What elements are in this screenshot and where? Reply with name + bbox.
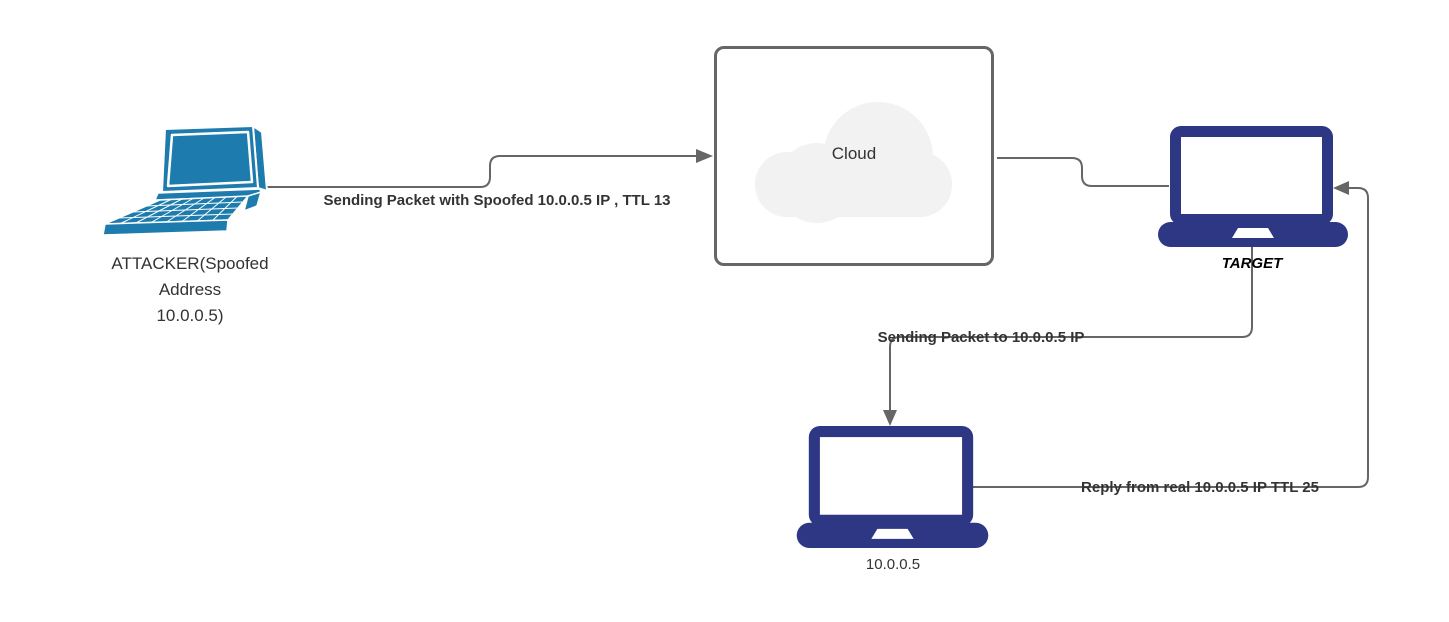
target-label: TARGET xyxy=(1221,255,1283,272)
keyboard-grid xyxy=(118,196,244,224)
arrowhead-icon xyxy=(696,149,713,163)
edge-label-spoofed-packet: Sending Packet with Spoofed 10.0.0.5 IP … xyxy=(323,192,671,209)
cloud-node[interactable]: Cloud xyxy=(714,46,994,266)
edge-attacker-to-cloud[interactable] xyxy=(267,149,713,188)
attacker-label-line: ATTACKER(Spoofed xyxy=(111,254,269,273)
attacker-label-line: 10.0.0.5) xyxy=(156,306,224,325)
edge-real-host-to-target[interactable] xyxy=(972,181,1369,488)
real-host-laptop-icon[interactable] xyxy=(795,426,990,548)
attacker-label-line: Address xyxy=(158,280,222,299)
arrowhead-icon xyxy=(883,410,897,426)
edge-label-sending-to-real-ip: Sending Packet to 10.0.0.5 IP xyxy=(877,329,1085,346)
cloud-label: Cloud xyxy=(831,144,877,163)
edge-label-reply: Reply from real 10.0.0.5 IP TTL 25 xyxy=(1081,479,1319,496)
real-host-label: 10.0.0.5 xyxy=(865,556,921,573)
cloud-icon xyxy=(755,102,952,223)
target-laptop-icon[interactable] xyxy=(1158,126,1348,247)
edge-cloud-to-target[interactable] xyxy=(997,157,1169,187)
attacker-label: ATTACKER(Spoofed Address 10.0.0.5) xyxy=(75,251,305,329)
arrowhead-icon xyxy=(1333,181,1349,195)
attacker-laptop-icon[interactable] xyxy=(100,122,268,236)
edge-target-to-real-host[interactable] xyxy=(883,247,1253,426)
